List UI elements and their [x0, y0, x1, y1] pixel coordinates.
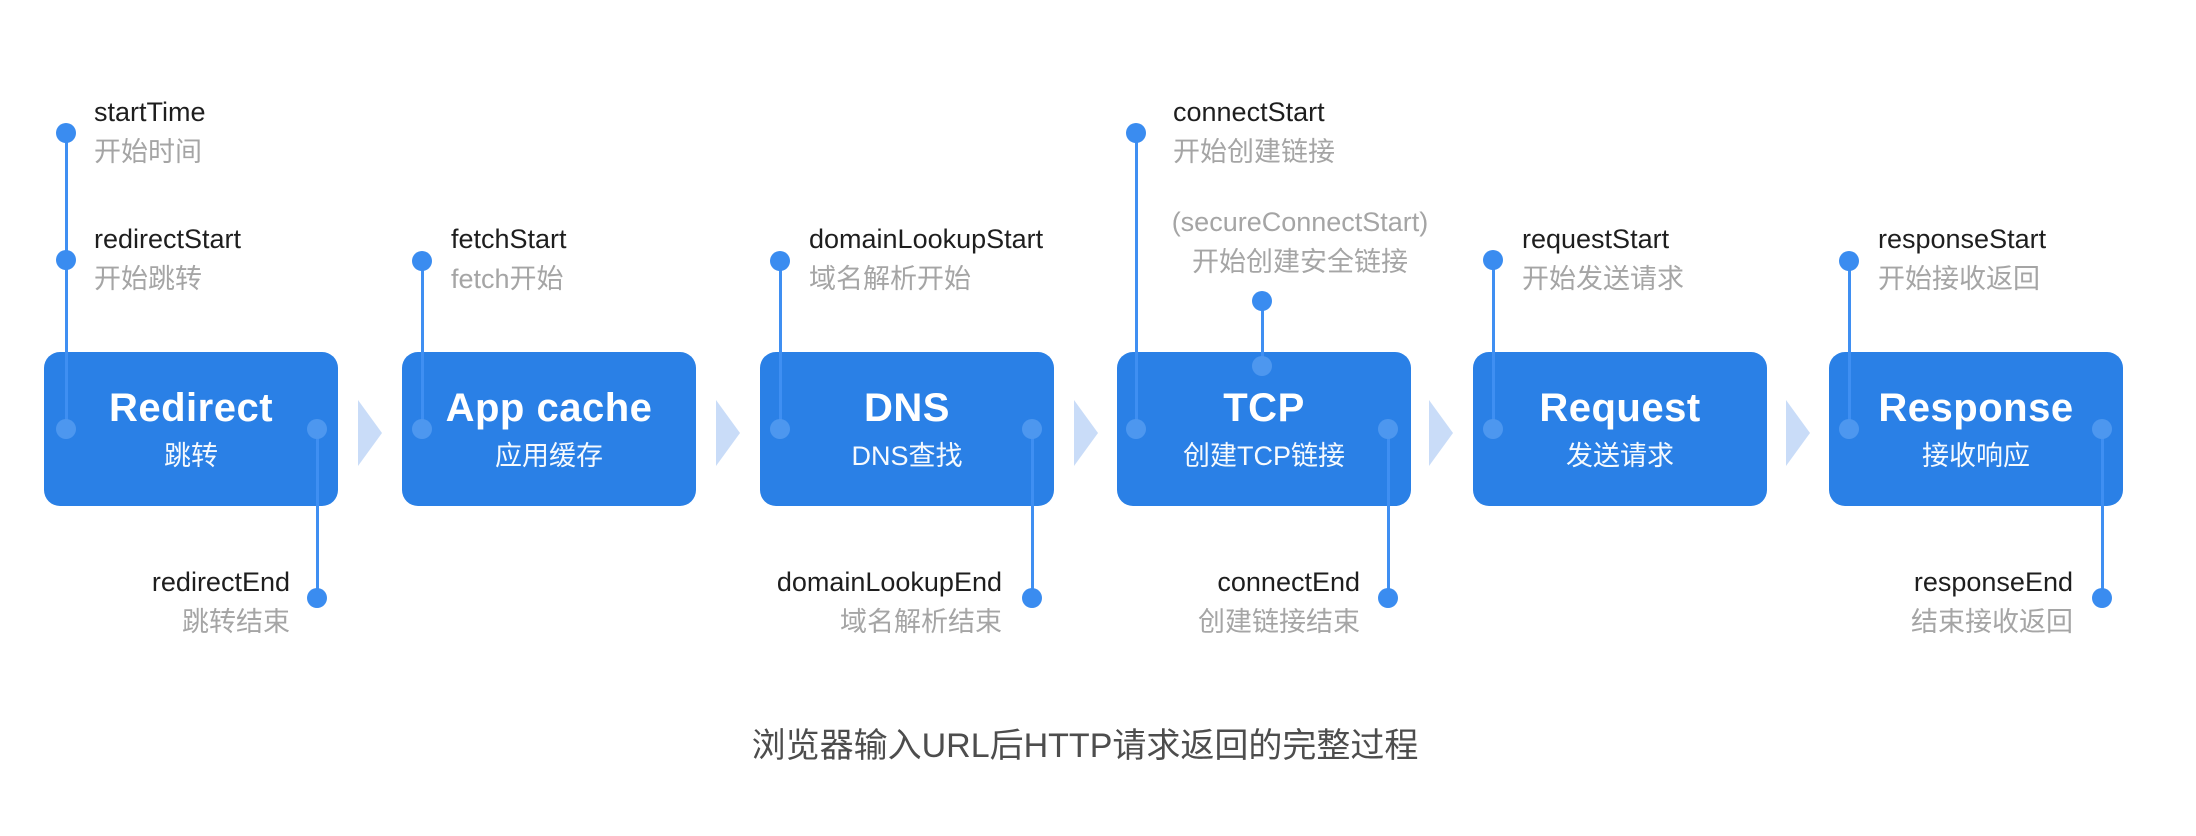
stage-subtitle: 应用缓存 [495, 441, 603, 471]
stage-anchor-dot [56, 419, 76, 439]
marker-zh-label: 开始接收返回 [1878, 264, 2040, 294]
connector-line [1491, 260, 1495, 429]
stage-anchor-dot [770, 419, 790, 439]
marker-en-label: redirectStart [94, 224, 242, 254]
marker-en-label: domainLookupEnd [776, 567, 1002, 597]
marker-zh-label: 跳转结束 [182, 607, 290, 637]
marker-en-label: responseEnd [1913, 567, 2073, 597]
marker-dot-fetchstart [412, 251, 432, 271]
marker-dot-domainlookupend [1022, 588, 1042, 608]
stage-box-tcp: TCP 创建TCP链接 [1117, 352, 1411, 506]
stage-anchor-dot [1839, 419, 1859, 439]
stage-anchor-dot [412, 419, 432, 439]
marker-zh-label: 开始跳转 [94, 264, 202, 294]
marker-en-label: connectEnd [1217, 567, 1360, 597]
marker-label-connectend: connectEnd 创建链接结束 [1198, 567, 1360, 637]
stage-title: DNS [864, 386, 950, 430]
marker-label-domainlookupstart: domainLookupStart 域名解析开始 [809, 224, 1043, 294]
marker-zh-label: 开始时间 [94, 137, 202, 167]
connector-line [1260, 301, 1264, 366]
marker-en-label: startTime [94, 97, 206, 127]
marker-dot-redirectstart [56, 250, 76, 270]
marker-dot-redirectend [307, 588, 327, 608]
stage-box-dns: DNS DNS查找 [760, 352, 1054, 506]
stage-box-redirect: Redirect 跳转 [44, 352, 338, 506]
flow-arrow-icon [1074, 400, 1098, 466]
marker-dot-requeststart [1483, 250, 1503, 270]
connector-line [315, 429, 319, 598]
stage-box-request: Request 发送请求 [1473, 352, 1767, 506]
connector-line [1030, 429, 1034, 598]
stage-title: App cache [445, 386, 653, 430]
marker-dot-connectstart [1126, 123, 1146, 143]
stage-title: Request [1539, 386, 1701, 430]
marker-en-label: connectStart [1173, 97, 1325, 127]
connector-line [64, 133, 68, 429]
stage-anchor-dot [1252, 356, 1272, 376]
stage-anchor-dot [1378, 419, 1398, 439]
connector-line [2100, 429, 2104, 598]
marker-label-domainlookupend: domainLookupEnd 域名解析结束 [777, 567, 1002, 637]
marker-dot-secureconnectstart [1252, 291, 1272, 311]
stage-title: Response [1878, 386, 2074, 430]
marker-en-label: fetchStart [451, 224, 567, 254]
marker-zh-label: 开始发送请求 [1522, 264, 1684, 294]
marker-zh-label: 开始创建安全链接 [1192, 247, 1408, 277]
stage-subtitle: 接收响应 [1922, 441, 2030, 471]
marker-dot-starttime [56, 123, 76, 143]
marker-en-label: requestStart [1522, 224, 1670, 254]
marker-label-connectstart: connectStart 开始创建链接 [1173, 97, 1335, 167]
marker-label-redirectstart: redirectStart 开始跳转 [94, 224, 241, 294]
connector-line [1134, 133, 1138, 429]
flow-arrow-icon [1429, 400, 1453, 466]
connector-line [1386, 429, 1390, 598]
marker-en-label: (secureConnectStart) [1171, 207, 1429, 237]
marker-zh-label: 创建链接结束 [1198, 607, 1360, 637]
marker-dot-connectend [1378, 588, 1398, 608]
marker-label-requeststart: requestStart 开始发送请求 [1522, 224, 1684, 294]
marker-zh-label: 域名解析结束 [840, 607, 1002, 637]
stage-anchor-dot [2092, 419, 2112, 439]
marker-label-fetchstart: fetchStart fetch开始 [451, 224, 567, 294]
stage-anchor-dot [1126, 419, 1146, 439]
stage-box-app-cache: App cache 应用缓存 [402, 352, 696, 506]
connector-line [1847, 261, 1851, 429]
stage-anchor-dot [1483, 419, 1503, 439]
marker-label-responseend: responseEnd 结束接收返回 [1911, 567, 2073, 637]
stage-subtitle: 发送请求 [1566, 441, 1674, 471]
stage-subtitle: 跳转 [164, 441, 218, 471]
stage-subtitle: DNS查找 [851, 441, 963, 471]
stage-anchor-dot [307, 419, 327, 439]
marker-dot-responsestart [1839, 251, 1859, 271]
marker-en-label: domainLookupStart [809, 224, 1044, 254]
stage-subtitle: 创建TCP链接 [1183, 441, 1345, 471]
flow-arrow-icon [358, 400, 382, 466]
marker-label-responsestart: responseStart 开始接收返回 [1878, 224, 2046, 294]
stage-anchor-dot [1022, 419, 1042, 439]
marker-label-redirectend: redirectEnd 跳转结束 [152, 567, 290, 637]
stage-title: Redirect [108, 386, 274, 430]
connector-line [778, 261, 782, 429]
marker-label-secureconnectstart: (secureConnectStart) 开始创建安全链接 [1120, 207, 1480, 277]
marker-dot-domainlookupstart [770, 251, 790, 271]
flow-arrow-icon [1786, 400, 1810, 466]
marker-zh-label: 开始创建链接 [1173, 137, 1335, 167]
marker-zh-label: 域名解析开始 [809, 264, 971, 294]
marker-en-label: redirectEnd [151, 567, 290, 597]
marker-dot-responseend [2092, 588, 2112, 608]
connector-line [420, 261, 424, 429]
marker-zh-label: 结束接收返回 [1911, 607, 2073, 637]
marker-en-label: responseStart [1878, 224, 2047, 254]
marker-zh-label: fetch开始 [451, 264, 564, 294]
diagram-caption: 浏览器输入URL后HTTP请求返回的完整过程 [751, 727, 1419, 765]
marker-label-starttime: startTime 开始时间 [94, 97, 206, 167]
flow-arrow-icon [716, 400, 740, 466]
stage-title: TCP [1223, 386, 1305, 430]
stage-box-response: Response 接收响应 [1829, 352, 2123, 506]
